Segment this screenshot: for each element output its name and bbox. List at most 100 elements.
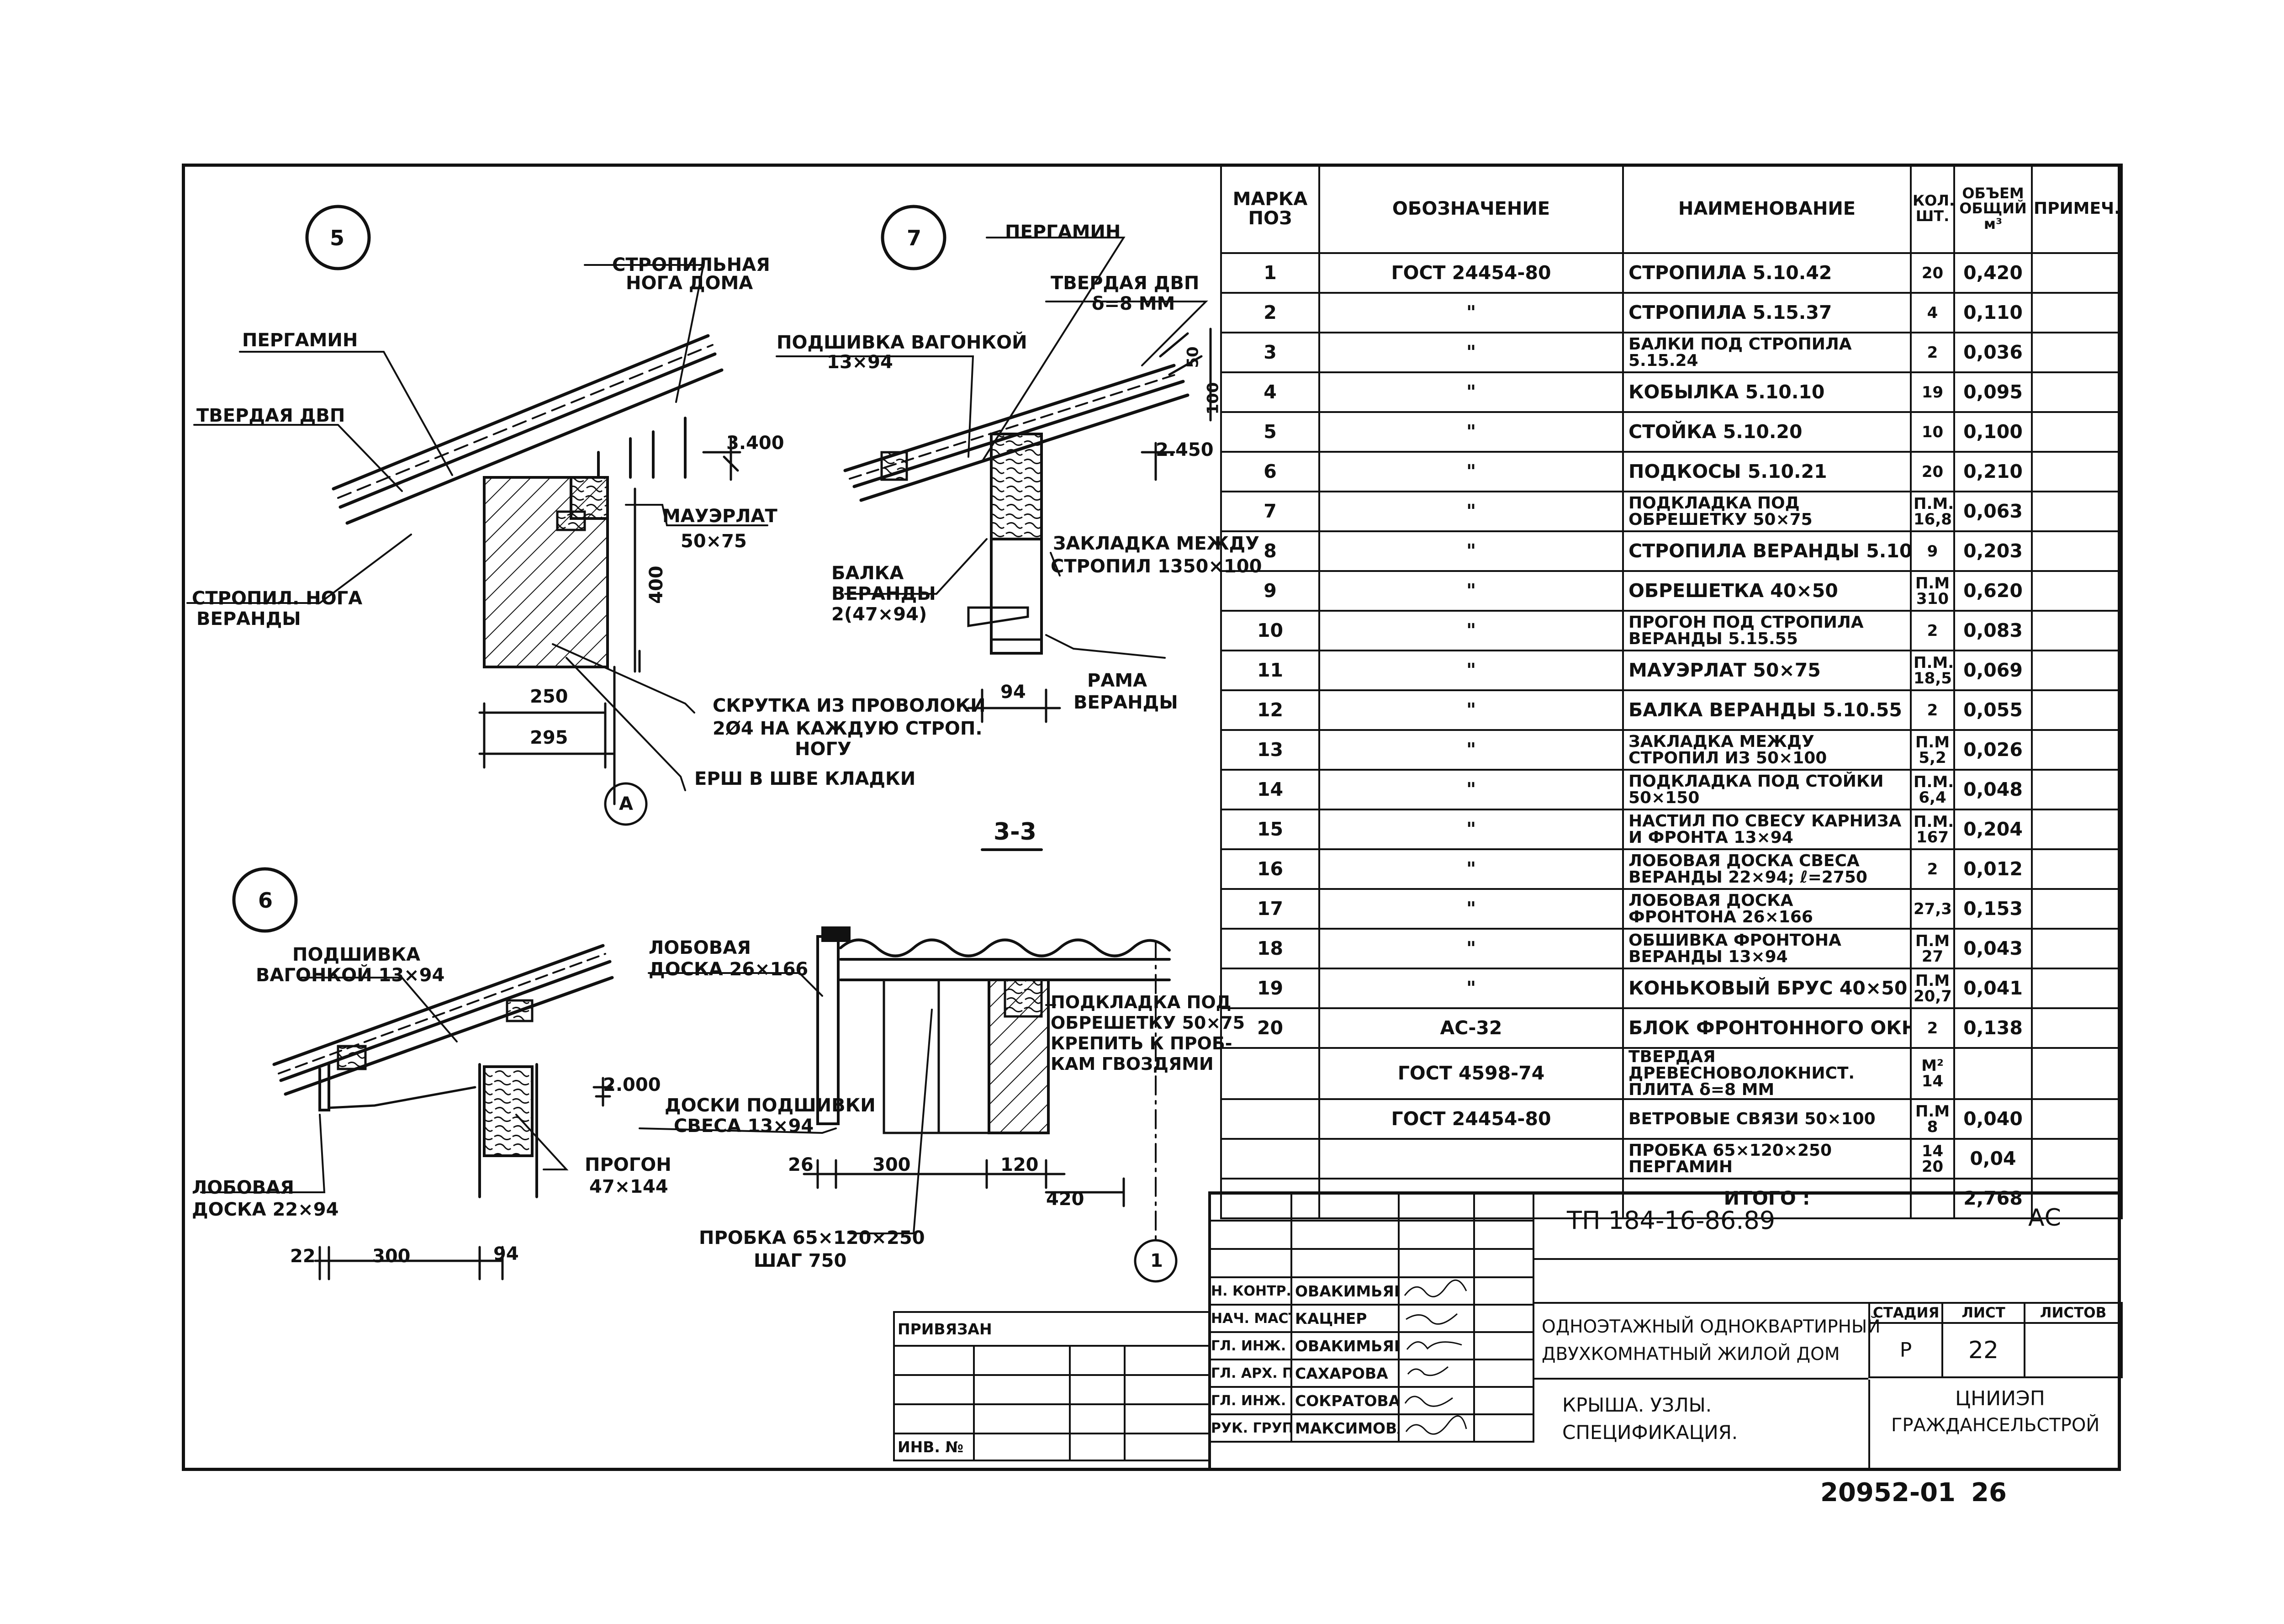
cell-vol: 0,620 — [1953, 570, 2033, 612]
cell-note — [2031, 530, 2123, 572]
cell-doc: АС-32 — [1318, 1007, 1624, 1049]
cell-qty: П.М 20,7 — [1910, 968, 1955, 1009]
d7-label-frame-2: ВЕРАНДЫ — [1073, 692, 1178, 713]
cell-note — [2031, 252, 2123, 294]
total-value: 2,768 — [1953, 1178, 2033, 1219]
cell-note — [2031, 1007, 2123, 1049]
col-qty: КОЛ. ШТ. — [1910, 164, 1955, 254]
cell-vol: 0,153 — [1953, 888, 2033, 930]
cell-vol: 0,203 — [1953, 530, 2033, 572]
project-title-line-2: ДВУХКОМНАТНЫЙ ЖИЛОЙ ДОМ — [1542, 1344, 1840, 1365]
cell-qty: П.М 8 — [1910, 1098, 1955, 1140]
role: ГЛ. ИНЖ. М — [1208, 1331, 1292, 1360]
cell-qty: П.М. 18,5 — [1910, 650, 1955, 691]
cell-qty: П.М 27 — [1910, 928, 1955, 969]
cell-note — [2031, 689, 2123, 731]
cell-pos — [1220, 1138, 1320, 1180]
person-name: САХАРОВА — [1290, 1359, 1400, 1388]
cell-doc: " — [1318, 968, 1624, 1009]
cell-name: БАЛКА ВЕРАНДЫ 5.10.55 — [1622, 689, 1912, 731]
cell-vol: 0,100 — [1953, 411, 2033, 453]
col-doc: ОБОЗНАЧЕНИЕ — [1318, 164, 1624, 254]
cell-doc: " — [1318, 610, 1624, 651]
cell-name: ОБРЕШЕТКА 40×50 — [1622, 570, 1912, 612]
cell-name: ПОДКОСЫ 5.10.21 — [1622, 451, 1912, 492]
cell-name: СТРОПИЛА ВЕРАНДЫ 5.10.45 — [1622, 530, 1912, 572]
cell-name: БЛОК ФРОНТОННОГО ОКНА — [1622, 1007, 1912, 1049]
cell-pos: 16 — [1220, 848, 1320, 890]
cell-qty: П.М 5,2 — [1910, 729, 1955, 771]
s33-dim-120: 120 — [1000, 1154, 1039, 1175]
cell-pos: 20 — [1220, 1007, 1320, 1049]
d7-label-frame-1: РАМА — [1087, 670, 1147, 691]
signature-scribble — [1407, 1366, 1449, 1376]
role: НАЧ. МАСТ — [1208, 1304, 1292, 1333]
signature-row: ГЛ. ИНЖ. МОВАКИМЬЯН — [1208, 1331, 1534, 1360]
d5-dim-295: 295 — [530, 727, 568, 748]
cell-vol: 0,063 — [1953, 491, 2033, 532]
s33-label-plug-2: ШАГ 750 — [754, 1250, 847, 1271]
d6-label-fascia-1: ЛОБОВАЯ — [192, 1177, 294, 1198]
d5-label-mauerlat-size: 50×75 — [681, 531, 747, 552]
d7-dim-50: 50 — [1184, 346, 1202, 368]
s33-label-soffit-1: ДОСКИ ПОДШИВКИ — [665, 1095, 876, 1116]
d7-label-beam-3: 2(47×94) — [831, 604, 927, 625]
cell-pos: 18 — [1220, 928, 1320, 969]
d6-label-purlin-1: ПРОГОН — [585, 1154, 671, 1175]
axis-1-marker — [1134, 1239, 1178, 1283]
sheet-title-line-2: СПЕЦИФИКАЦИЯ. — [1562, 1421, 1738, 1444]
axis-a-marker — [604, 782, 648, 826]
cell-qty: 20 — [1910, 451, 1955, 492]
cell-pos: 11 — [1220, 650, 1320, 691]
detail-7-marker — [881, 205, 946, 270]
cell-pos: 7 — [1220, 491, 1320, 532]
cell-note — [2031, 451, 2123, 492]
cell-qty: 2 — [1910, 610, 1955, 651]
cell-qty: П.М 310 — [1910, 570, 1955, 612]
cell-name: СТОЙКА 5.10.20 — [1622, 411, 1912, 453]
cell-doc: " — [1318, 928, 1624, 969]
signature-row: ГЛ. ИНЖ. ПРСОКРАТОВА — [1208, 1386, 1534, 1415]
cell-doc: ГОСТ 4598-74 — [1318, 1047, 1624, 1100]
cell-pos: 6 — [1220, 451, 1320, 492]
cell-pos: 13 — [1220, 729, 1320, 771]
cell-name: ЗАКЛАДКА МЕЖДУ СТРОПИЛ ИЗ 50×100 — [1622, 729, 1912, 771]
cell-vol: 0,043 — [1953, 928, 2033, 969]
d5-label-400: 400 — [645, 566, 667, 604]
cell-pos: 10 — [1220, 610, 1320, 651]
d5-label-elev: 3.400 — [726, 433, 784, 454]
cell-qty: М² 14 — [1910, 1047, 1955, 1100]
cell-qty: 2 — [1910, 848, 1955, 890]
cell-qty: 2 — [1910, 332, 1955, 373]
cell-vol: 0,012 — [1953, 848, 2033, 890]
cell-vol: 0,041 — [1953, 968, 2033, 1009]
cell-pos: 8 — [1220, 530, 1320, 572]
section-title: 3-3 — [994, 818, 1036, 846]
d5-label-rafter-1: СТРОПИЛЬНАЯ — [612, 254, 770, 275]
d7-label-dvp-thk: δ=8 ММ — [1092, 293, 1175, 314]
cell-pos: 9 — [1220, 570, 1320, 612]
cell-doc: " — [1318, 292, 1624, 333]
cell-name: БАЛКИ ПОД СТРОПИЛА 5.15.24 — [1622, 332, 1912, 373]
cell-pos: 3 — [1220, 332, 1320, 373]
cell-note — [2031, 928, 2123, 969]
detail-7-post — [990, 433, 1043, 540]
signature — [1398, 1386, 1475, 1415]
cell-note — [2031, 968, 2123, 1009]
drawing-code: ТП 184-16-86.89 — [1567, 1206, 1776, 1235]
signature-scribble — [1404, 1396, 1453, 1407]
cell-note — [2031, 888, 2123, 930]
d5-label-rafter-ver-2: ВЕРАНДЫ — [196, 608, 301, 629]
cell-doc: " — [1318, 689, 1624, 731]
cell-name: НАСТИЛ ПО СВЕСУ КАРНИЗА И ФРОНТА 13×94 — [1622, 809, 1912, 850]
s33-label-pad-2: ОБРЕШЕТКУ 50×75 — [1051, 1013, 1245, 1033]
d6-label-elev: 2.000 — [603, 1074, 661, 1095]
cell-note — [2031, 371, 2123, 413]
s33-dim-420: 420 — [1046, 1189, 1084, 1210]
